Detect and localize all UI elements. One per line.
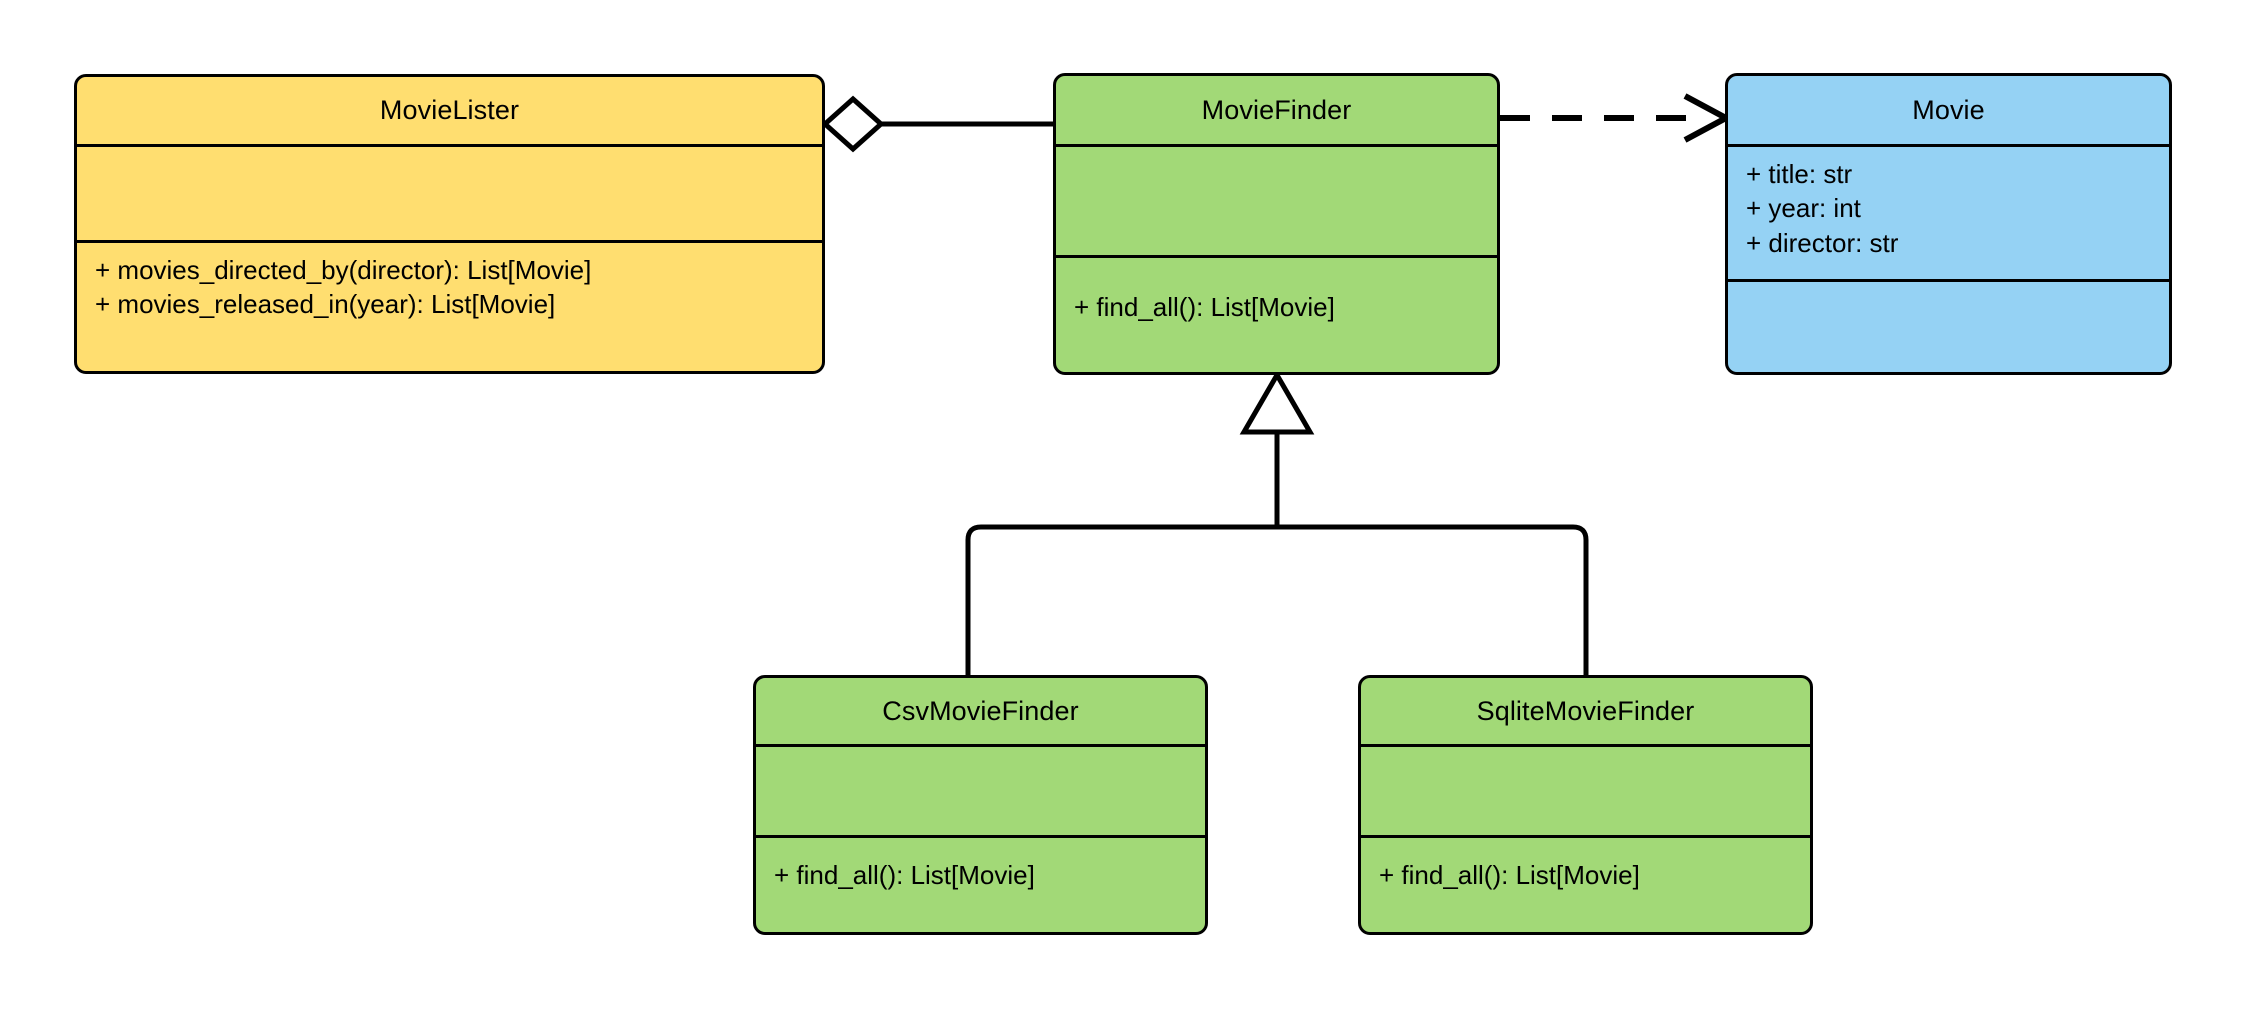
class-name-sqlitemoviefinder: SqliteMovieFinder [1361,678,1810,744]
relation-generalization-tree[interactable] [965,370,1589,675]
attributes-compartment-sqlitemoviefinder [1361,744,1810,835]
method-item: + movies_directed_by(director): List[Mov… [95,255,592,285]
class-box-csvmoviefinder[interactable]: CsvMovieFinder + find_all(): List[Movie] [753,675,1208,935]
attribute-item: + title: str [1746,159,1853,189]
methods-compartment-sqlitemoviefinder: + find_all(): List[Movie] [1361,835,1810,932]
open-arrow-marker [1683,93,1733,143]
attributes-compartment-moviefinder [1056,144,1497,255]
relation-aggregation-movielister-moviefinder[interactable] [821,95,1053,153]
attributes-compartment-movielister [77,144,822,240]
class-title: MovieLister [379,95,520,125]
method-item: + movies_released_in(year): List[Movie] [95,289,556,320]
class-box-movielister[interactable]: MovieLister + movies_directed_by(directo… [74,74,825,374]
class-title: Movie [1912,94,1985,125]
class-name-moviefinder: MovieFinder [1056,76,1497,144]
methods-compartment-moviefinder: + find_all(): List[Movie] [1056,255,1497,372]
generalization-bus [965,524,1589,675]
class-box-sqlitemoviefinder[interactable]: SqliteMovieFinder + find_all(): List[Mov… [1358,675,1813,935]
class-title: CsvMovieFinder [882,695,1079,726]
method-item: + find_all(): List[Movie] [1074,292,1335,322]
methods-compartment-movielister: + movies_directed_by(director): List[Mov… [77,240,822,371]
class-box-moviefinder[interactable]: MovieFinder + find_all(): List[Movie] [1053,73,1500,375]
attribute-item: + year: int [1746,193,1861,224]
method-item: + find_all(): List[Movie] [1379,860,1640,890]
methods-compartment-movie [1728,279,2169,372]
class-title: SqliteMovieFinder [1476,695,1695,726]
class-name-movielister: MovieLister [77,77,822,144]
relation-dependency-moviefinder-movie[interactable] [1500,93,1733,143]
hollow-triangle-marker [1239,370,1315,435]
class-box-movie[interactable]: Movie + title: str + year: int + directo… [1725,73,2172,375]
attributes-compartment-csvmoviefinder [756,744,1205,835]
class-title: MovieFinder [1201,94,1352,125]
open-diamond-marker [821,95,885,153]
class-name-csvmoviefinder: CsvMovieFinder [756,678,1205,744]
class-name-movie: Movie [1728,76,2169,144]
methods-compartment-csvmoviefinder: + find_all(): List[Movie] [756,835,1205,932]
attributes-compartment-movie: + title: str + year: int + director: str [1728,144,2169,279]
method-item: + find_all(): List[Movie] [774,860,1035,890]
attribute-item: + director: str [1746,227,1899,258]
